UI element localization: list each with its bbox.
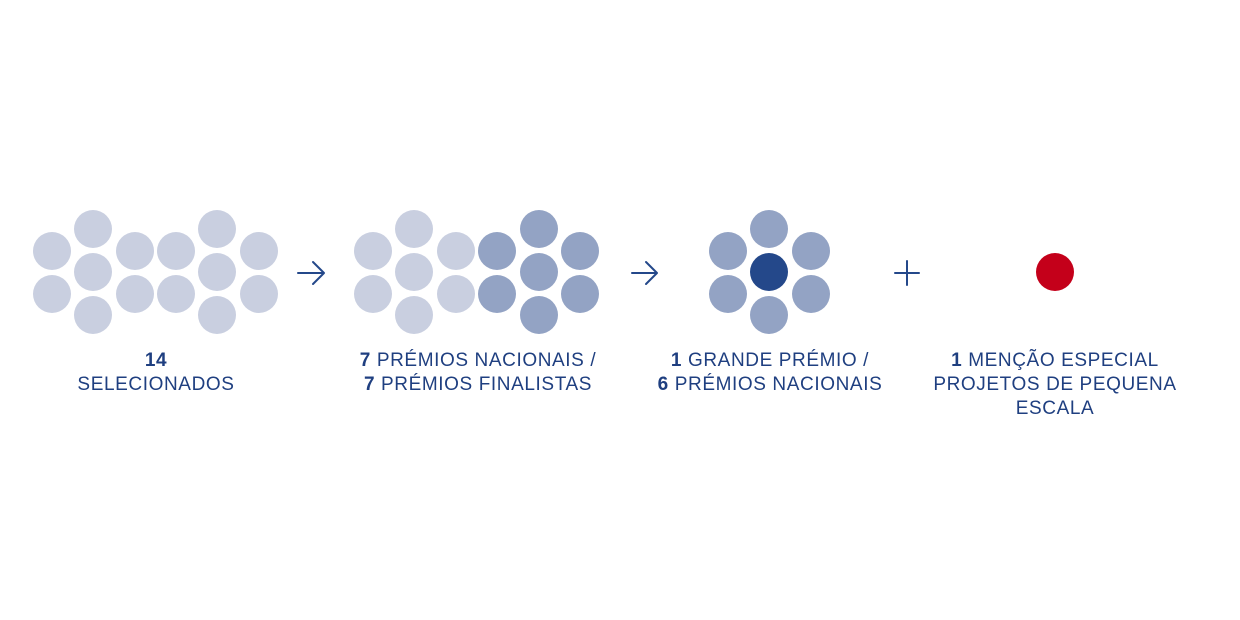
caption-prizes: 7 PRÉMIOS NACIONAIS / 7 PRÉMIOS FINALIST… <box>328 349 628 397</box>
dot-national-prize <box>520 210 558 248</box>
dot-national-prize <box>478 232 516 270</box>
dot-selected <box>74 210 112 248</box>
dot-selected <box>74 296 112 334</box>
caption-count: 1 <box>670 350 683 371</box>
dot-selected <box>116 232 154 270</box>
caption-line: 1 MENÇÃO ESPECIAL <box>905 349 1205 373</box>
dot-grand-prize <box>750 253 788 291</box>
dot-national-prize <box>709 232 747 270</box>
caption-special-mention: 1 MENÇÃO ESPECIAL PROJETOS DE PEQUENA ES… <box>905 349 1205 421</box>
caption-count: 7 <box>359 350 371 371</box>
dot-national-prize <box>561 232 599 270</box>
dot-special-mention <box>1036 253 1074 291</box>
stage-prizes-dots <box>354 210 599 334</box>
plus-icon <box>894 260 920 286</box>
dot-selected <box>240 275 278 313</box>
dot-finalist-prize <box>437 275 475 313</box>
dot-national-prize <box>792 275 830 313</box>
dot-finalist-prize <box>395 210 433 248</box>
dot-finalist-prize <box>354 275 392 313</box>
dot-selected <box>33 232 71 270</box>
caption-text: PRÉMIOS NACIONAIS / <box>376 350 597 371</box>
caption-count: 14 <box>144 350 168 371</box>
dot-national-prize <box>750 210 788 248</box>
caption-text: PRÉMIOS FINALISTAS <box>381 374 593 395</box>
caption-line: SELECIONADOS <box>6 373 306 397</box>
arrow-right-icon <box>631 261 658 285</box>
stage-special-mention-dots <box>1036 253 1074 291</box>
dot-selected <box>74 253 112 291</box>
dot-selected <box>240 232 278 270</box>
stage-selected-dots <box>33 210 278 334</box>
dot-national-prize <box>478 275 516 313</box>
caption-selected: 14 SELECIONADOS <box>6 349 306 397</box>
dot-national-prize <box>709 275 747 313</box>
dot-finalist-prize <box>395 253 433 291</box>
dot-selected <box>198 210 236 248</box>
dot-national-prize <box>520 296 558 334</box>
caption-line: ESCALA <box>905 397 1205 421</box>
stage-grand-prize-dots <box>709 210 830 334</box>
caption-text: SELECIONADOS <box>77 374 235 395</box>
dot-national-prize <box>561 275 599 313</box>
caption-count: 1 <box>951 350 963 371</box>
caption-count: 6 <box>657 374 669 395</box>
dot-selected <box>116 275 154 313</box>
dot-selected <box>198 253 236 291</box>
dot-finalist-prize <box>354 232 392 270</box>
arrow-right-icon <box>297 261 325 285</box>
caption-grand-prize: 1 GRANDE PRÉMIO / 6 PRÉMIOS NACIONAIS <box>620 349 920 397</box>
dot-selected <box>157 232 195 270</box>
caption-line: 7 PRÉMIOS FINALISTAS <box>328 373 628 397</box>
caption-line: PROJETOS DE PEQUENA <box>905 373 1205 397</box>
caption-line: 1 GRANDE PRÉMIO / <box>620 349 920 373</box>
dot-selected <box>198 296 236 334</box>
caption-line: 6 PRÉMIOS NACIONAIS <box>620 373 920 397</box>
dot-national-prize <box>520 253 558 291</box>
dot-national-prize <box>792 232 830 270</box>
caption-text: PRÉMIOS NACIONAIS <box>674 374 883 395</box>
dot-national-prize <box>750 296 788 334</box>
caption-text: ESCALA <box>1015 398 1095 419</box>
dot-selected <box>33 275 71 313</box>
caption-text: MENÇÃO ESPECIAL <box>968 350 1159 371</box>
caption-line: 14 <box>6 349 306 373</box>
caption-text: GRANDE PRÉMIO / <box>687 350 870 371</box>
caption-text: PROJETOS DE PEQUENA <box>933 374 1177 395</box>
dot-selected <box>157 275 195 313</box>
dot-finalist-prize <box>395 296 433 334</box>
caption-count: 7 <box>363 374 376 395</box>
dot-finalist-prize <box>437 232 475 270</box>
caption-line: 7 PRÉMIOS NACIONAIS / <box>328 349 628 373</box>
